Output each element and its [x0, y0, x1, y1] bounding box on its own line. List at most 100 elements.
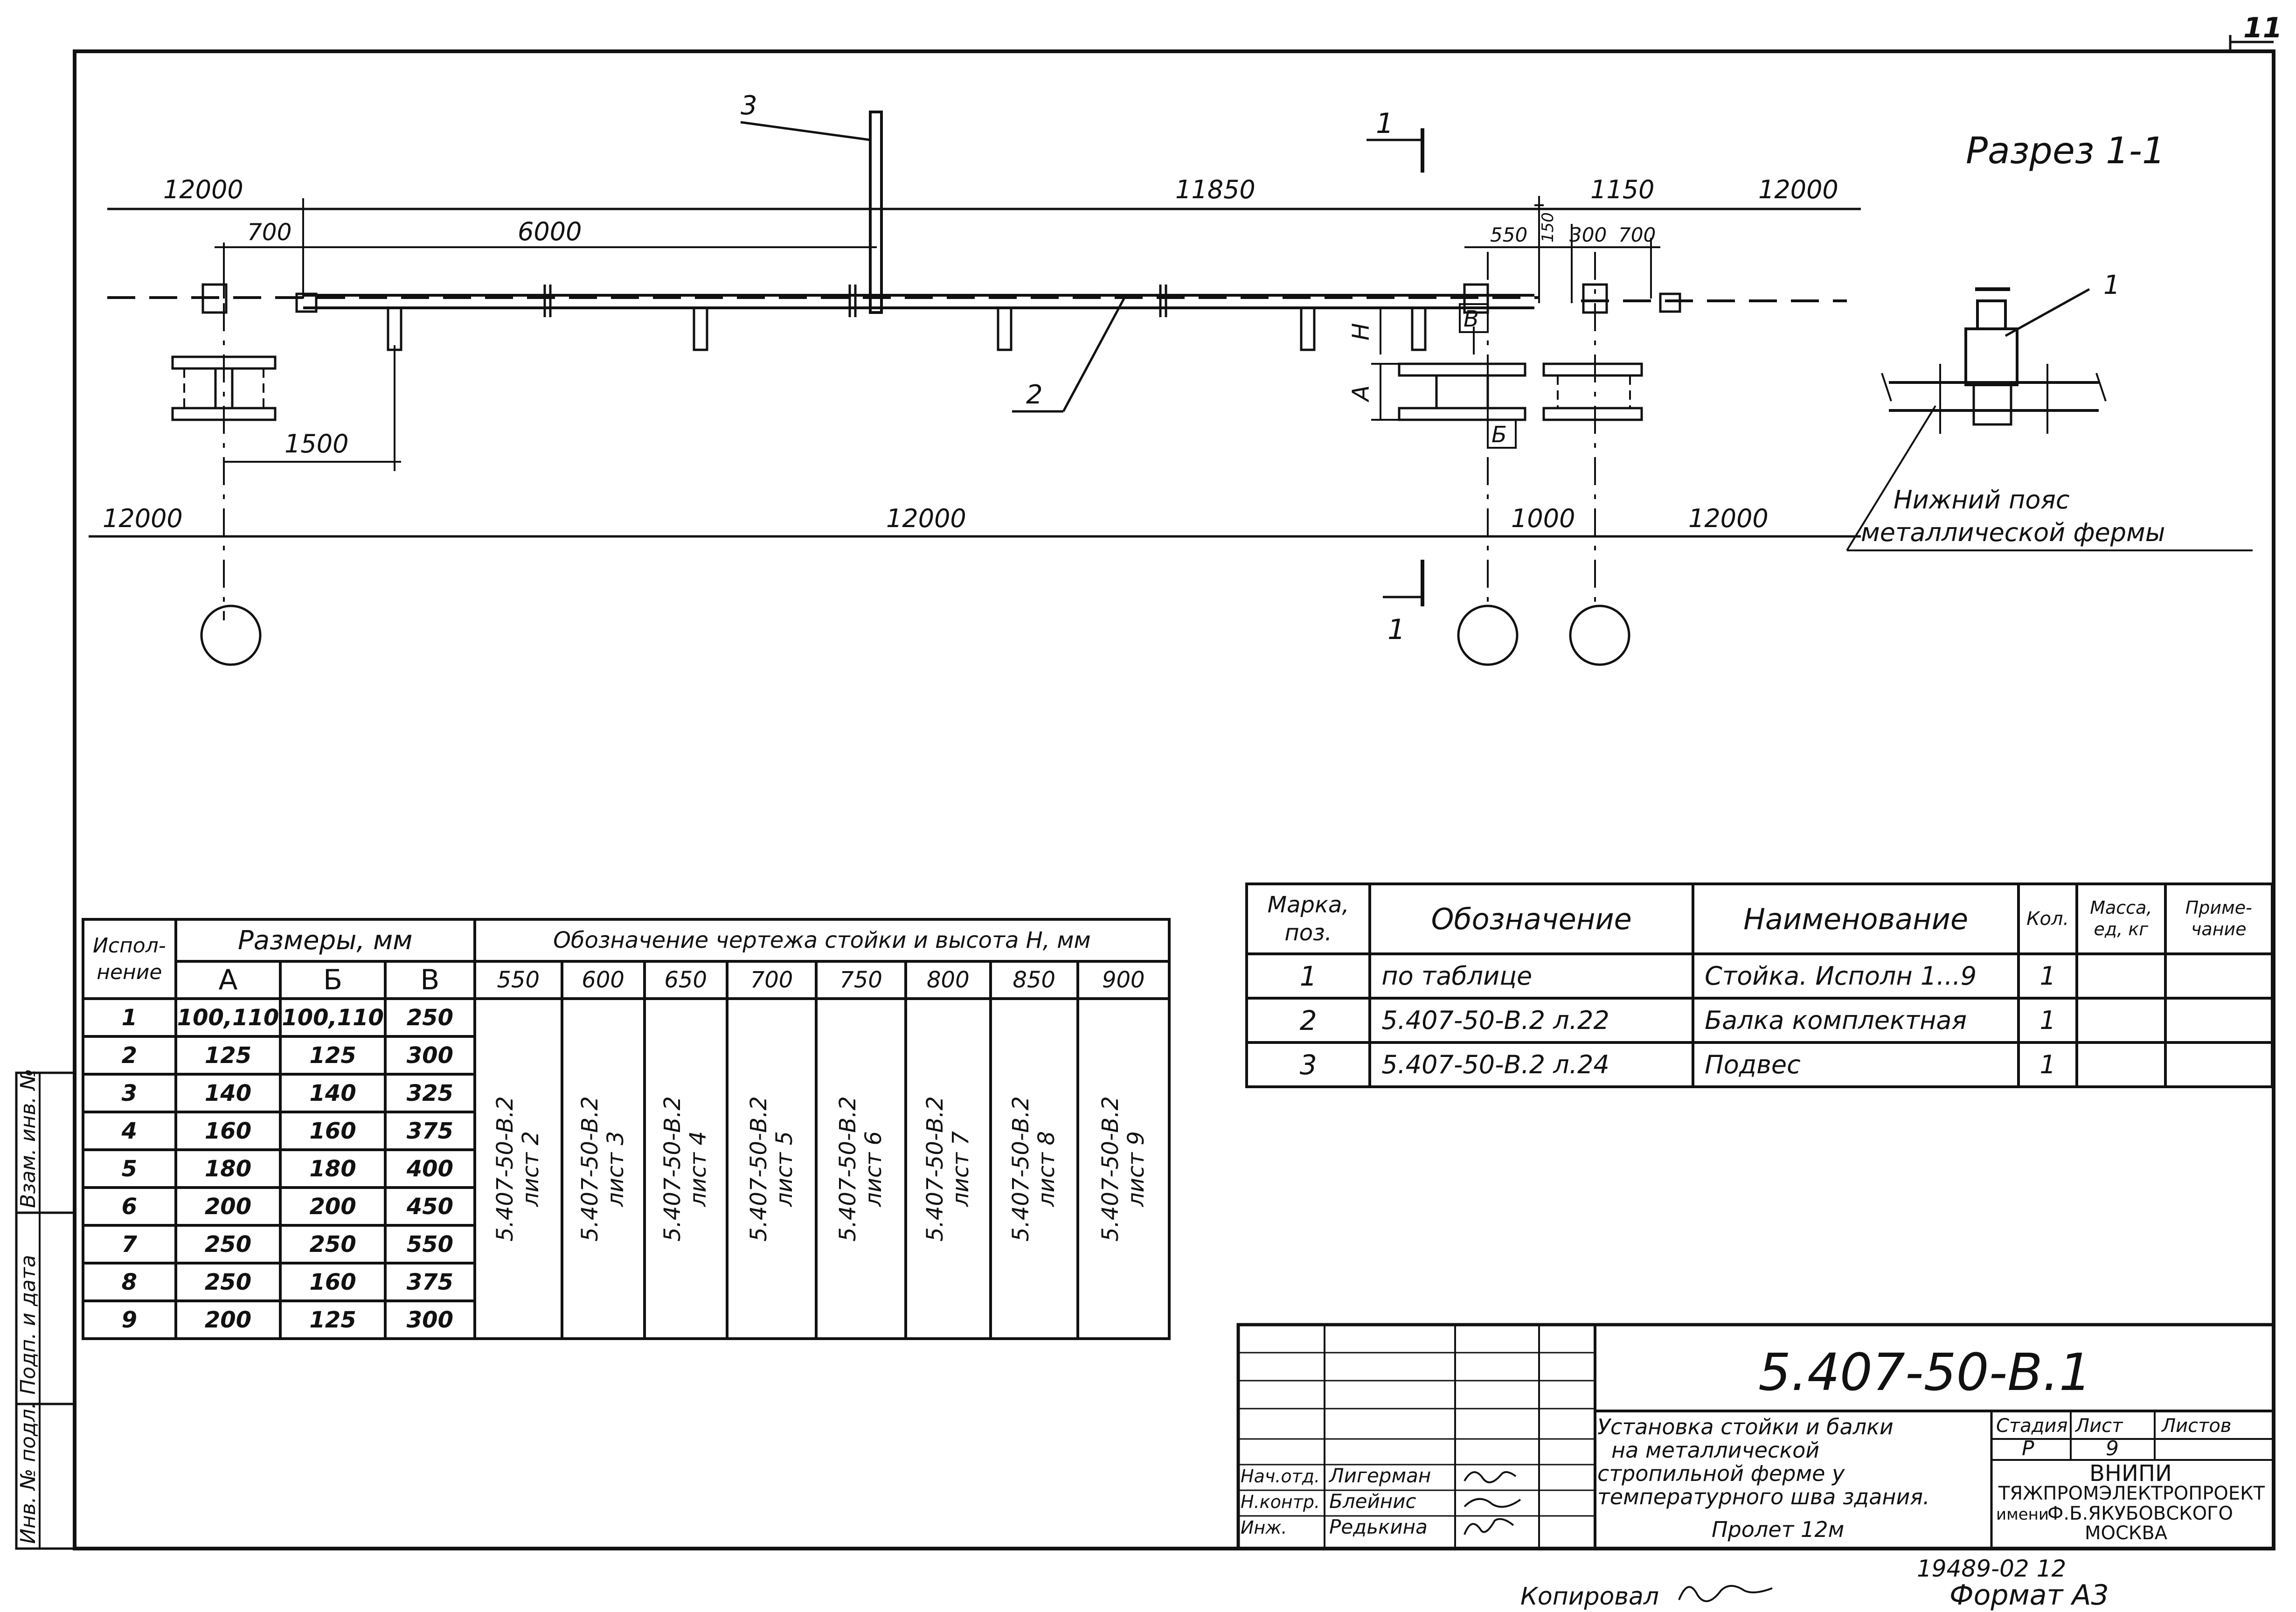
size-a-cell: 250 — [174, 1262, 282, 1302]
drawing-sheet: лист 5 — [771, 1131, 798, 1207]
height-700: 700 — [725, 960, 818, 1000]
drawing-code: 5.407-50-В.2 — [576, 1096, 603, 1242]
col-A: А — [174, 960, 282, 1000]
org-line-2: ТЯЖПРОМЭЛЕКТРОПРОЕКТ — [1998, 1483, 2265, 1504]
role-head: Нач.отд. — [1241, 1466, 1320, 1487]
spec-note-1: Приме- — [2185, 897, 2252, 918]
spec-pos: 3 — [1245, 1041, 1372, 1088]
variant-cell: 8 — [82, 1262, 177, 1302]
dim-1000: 1000 — [1511, 504, 1575, 533]
org-line-1: ВНИПИ — [2089, 1460, 2172, 1487]
size-v-cell: 300 — [383, 1299, 476, 1340]
org-line-3a: имени — [1996, 1505, 2049, 1524]
plan-drawing: 12000 11850 1150 12000 700 6000 550 150 … — [89, 90, 1861, 666]
side-stamp-inventory: Инв. № подл. — [16, 1402, 40, 1544]
section-marker-top: 1 — [1376, 107, 1394, 140]
header-variant-1: Испол- — [92, 933, 166, 958]
spec-qty: 1 — [2017, 1041, 2079, 1088]
column-marker-right — [1569, 604, 1630, 666]
spec-qty-header: Кол. — [2017, 882, 2079, 955]
stage-value: Р — [2022, 1437, 2034, 1460]
dim-A: A — [1347, 385, 1374, 403]
section-marker-bottom: 1 — [1387, 613, 1405, 646]
size-a-cell: 180 — [174, 1148, 282, 1189]
size-b-cell: 160 — [279, 1262, 387, 1302]
name-eng: Редькина — [1329, 1515, 1428, 1538]
dim-bottom-right: 12000 — [1688, 504, 1769, 533]
column-marker-center — [1457, 604, 1519, 666]
order-number: 19489-02 12 — [1917, 1555, 2066, 1582]
spec-table: Марка, поз. Обозначение Наименование Кол… — [1245, 882, 2274, 1088]
size-v-cell: 375 — [383, 1111, 476, 1151]
side-stamp-signature: Подп. и дата — [16, 1255, 40, 1395]
section-1-1: Разрез 1-1 1 Нижний пояс металлической ф… — [1846, 130, 2253, 551]
size-v-cell: 325 — [383, 1073, 476, 1113]
sizes-table: Испол- нение Размеры, мм Обозначение чер… — [82, 918, 1171, 1340]
size-v-cell: 400 — [383, 1148, 476, 1189]
variant-cell: 7 — [82, 1224, 177, 1265]
spec-designation: по таблице — [1368, 952, 1695, 1000]
drawing-code: 5.407-50-В.2 — [834, 1096, 861, 1242]
section-note-line2: металлической фермы — [1861, 518, 2165, 547]
size-a-cell: 200 — [174, 1186, 282, 1227]
size-b-cell: 180 — [279, 1148, 387, 1189]
callout-3: 3 — [741, 90, 757, 121]
sheet-label: Лист — [2074, 1415, 2123, 1437]
dim-top-left: 12000 — [163, 175, 243, 204]
col-V: В — [383, 960, 476, 1000]
drawing-sheet: лист 9 — [1123, 1131, 1149, 1207]
variant-cell: 2 — [82, 1035, 177, 1076]
dim-700-left: 700 — [247, 219, 291, 246]
dim-550: 550 — [1490, 223, 1527, 246]
spec-mark-1: Марка, — [1267, 892, 1349, 918]
title-line-1: Установка стойки и балки — [1597, 1414, 1894, 1439]
size-v-cell: 550 — [383, 1224, 476, 1265]
signature-1 — [1464, 1471, 1517, 1483]
variant-cell: 6 — [82, 1186, 177, 1227]
spec-pos: 1 — [1245, 952, 1372, 1000]
drawing-code: 5.407-50-В.2 — [492, 1096, 518, 1242]
side-stamp-replace: Взам. инв. № — [16, 1069, 40, 1208]
header-drawing: Обозначение чертежа стойки и высота Н, м… — [473, 918, 1171, 963]
role-eng: Инж. — [1241, 1517, 1287, 1538]
side-stamp: Взам. инв. № Подп. и дата Инв. № подл. — [15, 1069, 76, 1550]
header-variant-2: нение — [97, 960, 162, 984]
spec-name: Балка комплектная — [1692, 997, 2020, 1044]
title-block: 5.407-50-В.1 Установка стойки и балки на… — [1236, 1323, 2275, 1550]
variant-cell: 5 — [82, 1148, 177, 1189]
spec-designation: 5.407-50-В.2 л.22 — [1368, 997, 1695, 1044]
size-a-cell: 160 — [174, 1111, 282, 1151]
spec-mass — [2075, 997, 2167, 1044]
callout-1: 1 — [2103, 270, 2120, 300]
spec-qty: 1 — [2017, 997, 2079, 1044]
dim-700-right: 700 — [1618, 223, 1656, 246]
name-head: Лигерман — [1328, 1464, 1431, 1487]
drawing-code: 5.407-50-В.2 — [659, 1096, 686, 1242]
section-note-line1: Нижний пояс — [1894, 485, 2070, 514]
spec-designation: 5.407-50-В.2 л.24 — [1368, 1041, 1695, 1088]
spec-note-2: чание — [2191, 919, 2247, 939]
sizes-subheader: А Б В 550 600 650 700 750 800 850 900 — [83, 960, 1171, 1000]
dim-bottom-center: 12000 — [886, 504, 966, 533]
sheet-frame: 11 — [73, 12, 2282, 1550]
stage-label: Стадия — [1996, 1415, 2067, 1437]
size-a-cell: 100,110 — [174, 997, 282, 1038]
height-650: 650 — [643, 960, 728, 1000]
size-b-cell: 200 — [279, 1186, 387, 1227]
sheets-label: Листов — [2161, 1415, 2231, 1437]
spec-mass-2: ед, кг — [2094, 919, 2149, 939]
drawing-code: 5.407-50-В.2 — [1007, 1096, 1034, 1242]
size-a-cell: 200 — [174, 1299, 282, 1340]
height-850: 850 — [989, 960, 1079, 1000]
format-label: Формат А3 — [1949, 1579, 2109, 1612]
